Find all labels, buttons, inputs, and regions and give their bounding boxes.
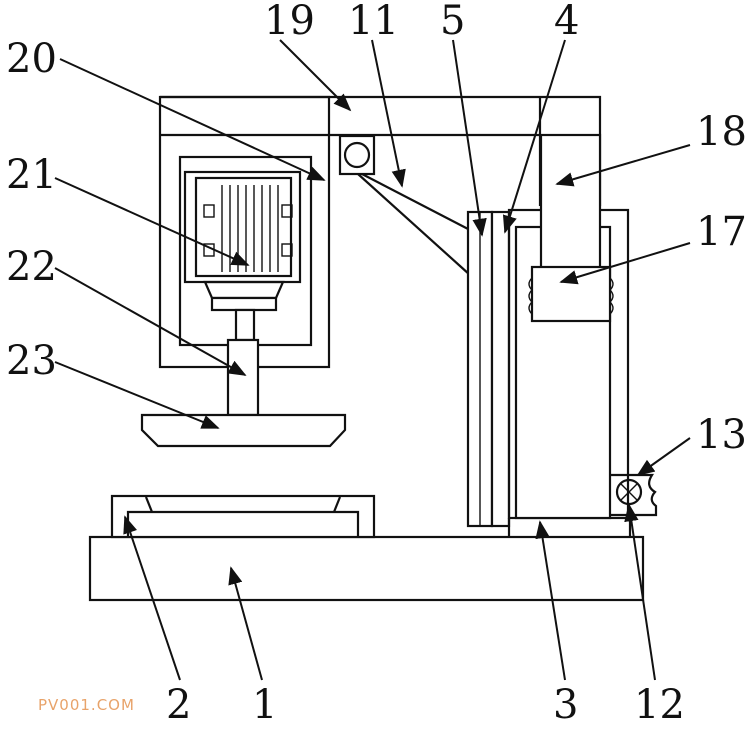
threaded-sleeve [528,265,614,323]
pulley [338,134,376,176]
callout-labels: 19 11 5 4 20 18 21 17 22 23 13 2 1 3 12 [6,0,747,728]
callout-13: 13 [696,412,747,458]
callout-20: 20 [6,36,57,82]
callout-19: 19 [264,0,315,44]
watermark: PV001.COM [38,696,135,714]
guide-rail [466,210,511,528]
callout-3: 3 [553,682,578,728]
callout-4: 4 [554,0,579,44]
telescopic-rod [539,133,602,272]
motor-shaft [226,308,260,417]
callout-11: 11 [348,0,399,44]
callout-1: 1 [252,682,277,728]
base-plate [88,535,645,602]
leader-lines [54,39,691,681]
belt [357,173,471,276]
callout-17: 17 [696,209,747,255]
callout-5: 5 [440,0,465,44]
callout-22: 22 [6,244,57,290]
callout-23: 23 [6,338,57,384]
callout-18: 18 [696,109,747,155]
press-head [140,413,347,448]
callout-21: 21 [6,152,57,198]
motor [183,170,302,312]
callout-12: 12 [634,682,685,728]
callout-2: 2 [166,682,191,728]
work-tray [110,494,376,539]
